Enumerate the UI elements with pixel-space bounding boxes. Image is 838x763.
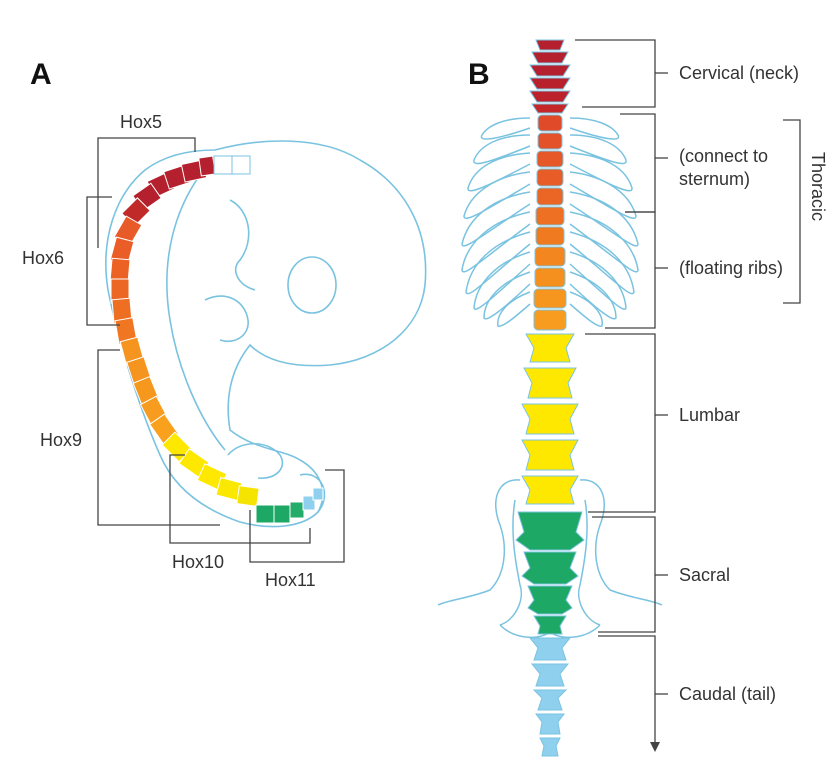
caudal-vertebrae <box>530 638 570 756</box>
somite <box>313 488 323 500</box>
caudal-label: Caudal (tail) <box>679 684 776 704</box>
lumbar-vertebrae <box>522 334 578 504</box>
embryo-neural-line <box>167 175 225 450</box>
hox5-label: Hox5 <box>120 112 162 132</box>
thoracic-bracket <box>783 120 800 303</box>
sacral-label: Sacral <box>679 565 730 585</box>
somite <box>256 505 274 523</box>
sacral-vertebrae <box>516 512 584 634</box>
hox9-label: Hox9 <box>40 430 82 450</box>
panel-b-letter: B <box>468 58 490 91</box>
somite <box>237 486 259 507</box>
embryo-head-fold <box>230 200 255 290</box>
cervical-bracket <box>575 40 655 107</box>
caudal-arrow-icon <box>650 742 660 752</box>
somite <box>290 502 304 518</box>
sacral-bracket <box>592 517 655 632</box>
embryo-limb-bud <box>228 444 282 478</box>
panel-a-letter: A <box>30 58 52 91</box>
connect-sternum-label-1: (connect to <box>679 146 768 166</box>
hox6-label: Hox6 <box>22 248 64 268</box>
hox11-label: Hox11 <box>265 570 316 590</box>
embryo-eye <box>288 257 336 313</box>
embryo-somites <box>110 156 323 523</box>
embryo-illustration <box>87 138 426 562</box>
cervical-label: Cervical (neck) <box>679 63 799 83</box>
thoracic-vertebrae <box>534 115 566 330</box>
lumbar-label: Lumbar <box>679 405 740 425</box>
embryo-pharyngeal-arch <box>205 296 248 341</box>
connect-sternum-label-2: sternum) <box>679 169 750 189</box>
floating-ribs-label: (floating ribs) <box>679 258 783 278</box>
cervical-vertebrae <box>530 40 570 113</box>
lumbar-bracket <box>585 334 655 512</box>
somite <box>199 156 215 176</box>
somite <box>214 156 232 174</box>
somite <box>274 505 290 523</box>
caudal-bracket <box>598 636 655 742</box>
hox10-label: Hox10 <box>172 552 224 572</box>
thoracic-label: Thoracic <box>808 152 828 221</box>
somite <box>232 156 250 174</box>
